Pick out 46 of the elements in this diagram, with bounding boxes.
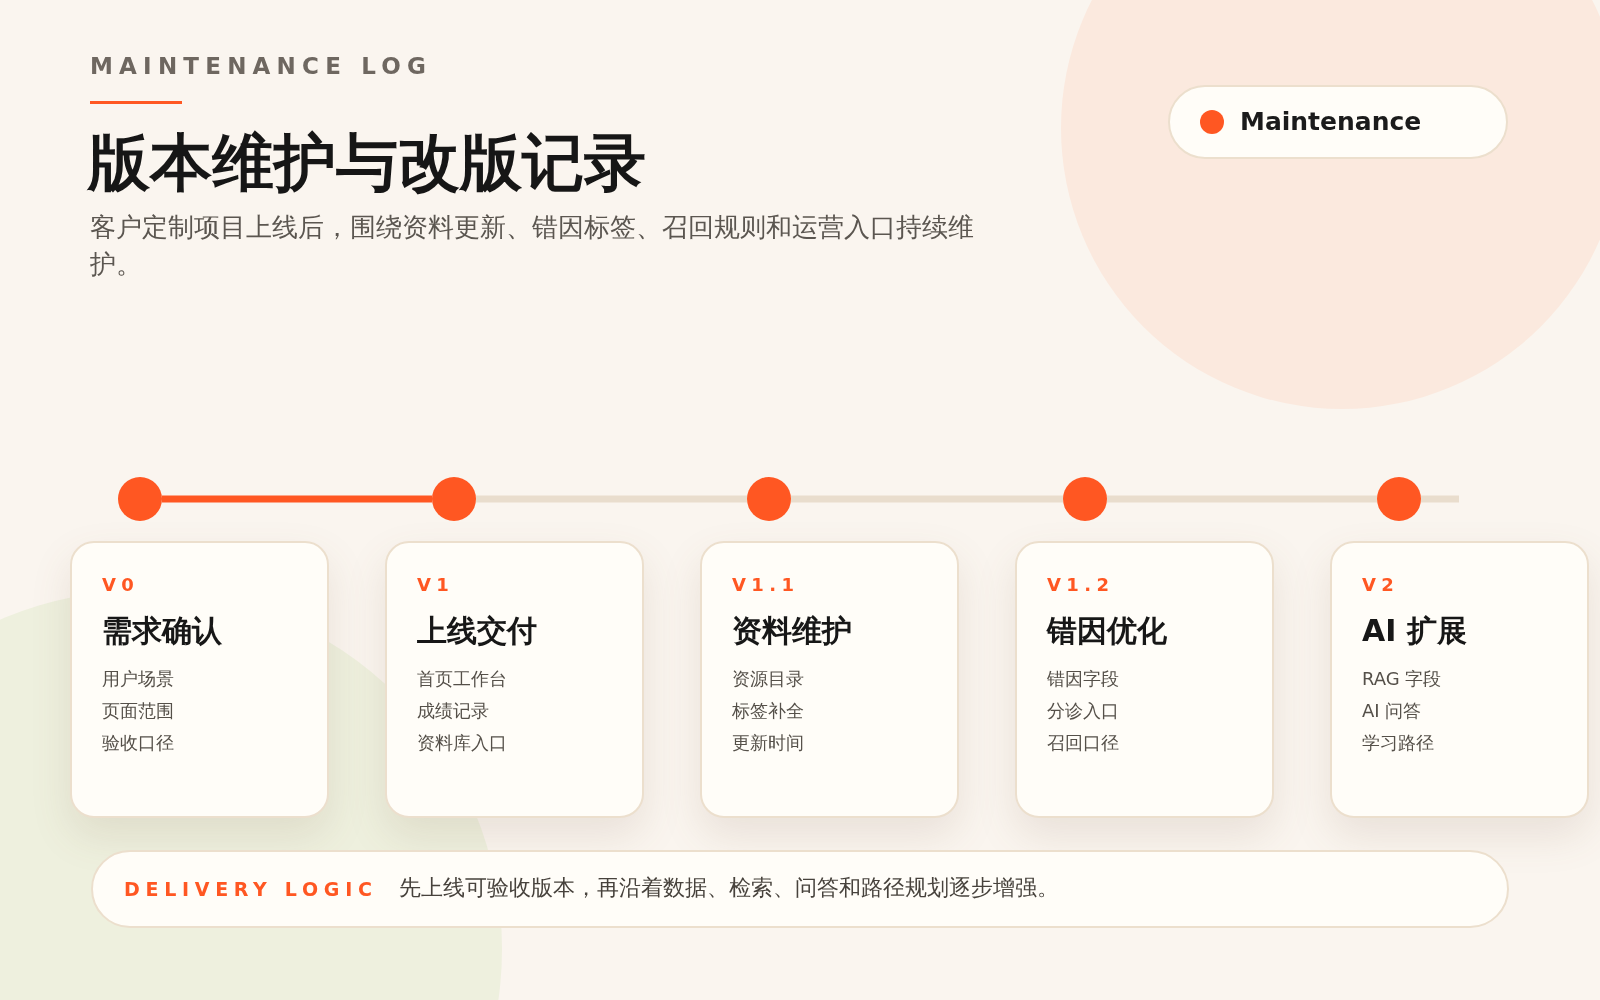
version-label: V1.2: [1047, 574, 1116, 596]
timeline-line: [1421, 495, 1459, 503]
timeline-dot: [118, 477, 162, 521]
card-title: 资料维护: [732, 613, 853, 649]
eyebrow-text: MAINTENANCE LOG: [90, 52, 433, 81]
timeline-line: [791, 495, 1063, 503]
version-label: V2: [1362, 574, 1401, 596]
timeline-line: [1107, 495, 1377, 503]
version-card: [1015, 541, 1274, 818]
feature-item: 页面范围: [102, 699, 175, 723]
version-card: [385, 541, 644, 818]
card-title: 错因优化: [1047, 613, 1168, 649]
feature-item: 召回口径: [1047, 731, 1120, 755]
card-title: AI 扩展: [1362, 613, 1468, 649]
feature-item: 学习路径: [1362, 731, 1435, 755]
version-label: V1: [417, 574, 456, 596]
card-title: 上线交付: [417, 613, 538, 649]
feature-item: 首页工作台: [417, 667, 508, 691]
feature-item: 错因字段: [1047, 667, 1120, 691]
page-title: 版本维护与改版记录: [88, 126, 646, 200]
feature-item: 验收口径: [102, 731, 175, 755]
subtitle-text: 客户定制项目上线后，围绕资料更新、错因标签、召回规则和运营入口持续维护。: [90, 211, 975, 281]
feature-item: 成绩记录: [417, 699, 490, 723]
version-card: [1330, 541, 1589, 818]
section-label: DELIVERY LOGIC: [124, 877, 378, 902]
version-label: V1.1: [732, 574, 801, 596]
feature-item: AI 问答: [1362, 699, 1423, 723]
feature-item: 标签补全: [732, 699, 805, 723]
timeline-dot: [747, 477, 791, 521]
feature-item: 资料库入口: [417, 731, 508, 755]
feature-item: 用户场景: [102, 667, 175, 691]
feature-item: 分诊入口: [1047, 699, 1120, 723]
version-card: [700, 541, 959, 818]
feature-item: 更新时间: [732, 731, 805, 755]
card-title: 需求确认: [102, 613, 223, 649]
feature-item: RAG 字段: [1362, 667, 1443, 691]
timeline-line: [162, 495, 432, 503]
timeline-dot: [1377, 477, 1421, 521]
timeline-line: [476, 495, 747, 503]
status-label: Maintenance: [1240, 106, 1422, 138]
version-label: V0: [102, 574, 141, 596]
feature-item: 资源目录: [732, 667, 805, 691]
timeline-dot: [432, 477, 476, 521]
version-card: [70, 541, 329, 818]
timeline-dot: [1063, 477, 1107, 521]
summary-text: 先上线可验收版本，再沿着数据、检索、问答和路径规划逐步增强。: [399, 874, 1059, 902]
